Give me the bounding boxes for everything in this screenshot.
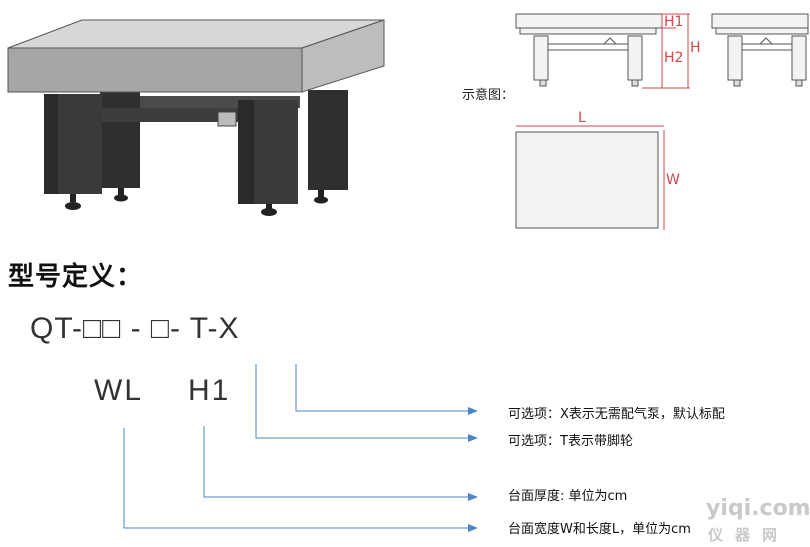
option-t-description: 可选项：T表示带脚轮 bbox=[508, 434, 633, 449]
model-sub-h1: H1 bbox=[188, 374, 231, 407]
dimension-label-w: W bbox=[666, 172, 680, 188]
option-x-description: 可选项：X表示无需配气泵，默认标配 bbox=[508, 407, 725, 422]
dimension-lines-height bbox=[642, 13, 690, 89]
dimension-label-h2: H2 bbox=[664, 50, 684, 66]
side-view-right bbox=[711, 13, 809, 87]
side-view-front bbox=[515, 13, 663, 87]
top-view bbox=[515, 125, 665, 230]
dimension-label-h1: H1 bbox=[664, 14, 684, 30]
dimension-label-l: L bbox=[578, 110, 586, 126]
watermark-site: yiqi.com bbox=[706, 496, 810, 521]
arrow-heads bbox=[468, 407, 478, 532]
model-sub-wl: WL bbox=[94, 374, 143, 407]
callout-arrows bbox=[123, 364, 470, 529]
schematic-label: 示意图： bbox=[462, 88, 515, 103]
optical-table-3d-illustration bbox=[7, 19, 385, 216]
thickness-description: 台面厚度: 单位为cm bbox=[508, 489, 628, 504]
model-code: QT-□□ - □- T-X bbox=[30, 312, 240, 345]
model-definition-heading: 型号定义： bbox=[8, 262, 144, 292]
watermark-cn: 仪器网 bbox=[708, 526, 790, 544]
size-description: 台面宽度W和长度L，单位为cm bbox=[508, 522, 691, 537]
dimension-label-h: H bbox=[690, 40, 701, 56]
